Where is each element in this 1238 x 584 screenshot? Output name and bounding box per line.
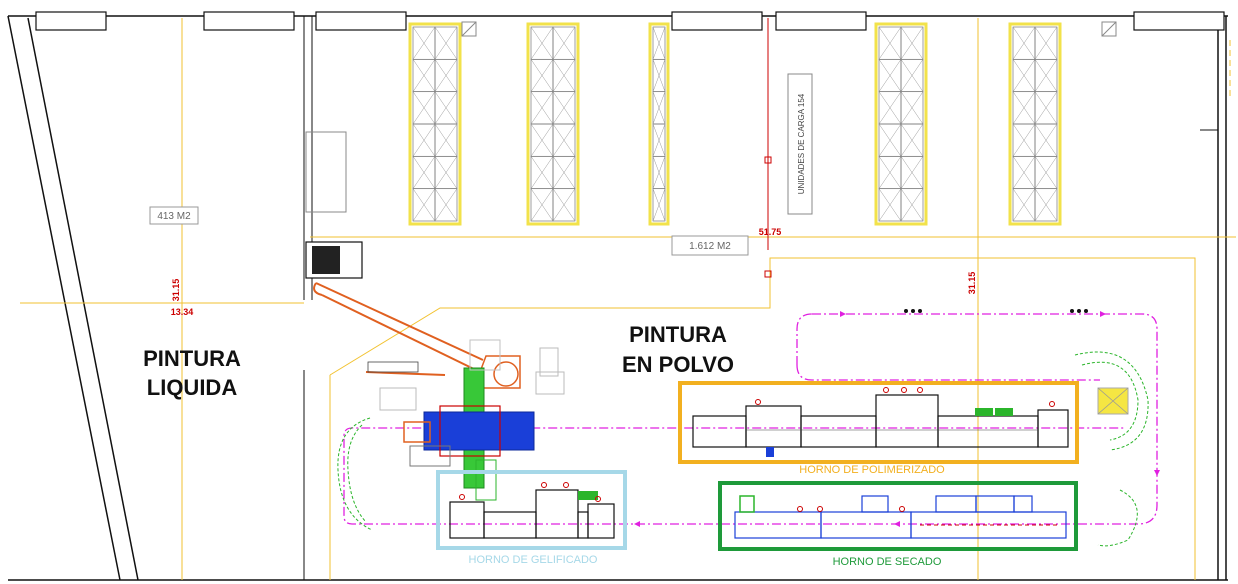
conveyor-hangers [904,309,1088,313]
storage-rack [526,22,580,226]
zone-polvo-line1: PINTURA [629,322,727,347]
area-label-main: 1.612 M2 [671,235,749,256]
storage-rack [648,22,670,226]
wall-fixtures [461,21,1117,37]
storage-rack [408,22,462,226]
area-main-text: 1.612 M2 [689,241,731,252]
dimension-left-width: 13.34 [171,307,194,317]
storage-label: UNIDADES DE CARGA 154 [797,93,806,194]
dimension-main-height: 31.15 [967,272,977,295]
zone-liquida-line1: PINTURA [143,346,241,371]
dimension-left-height: 31.15 [171,279,181,302]
storage-label-box: UNIDADES DE CARGA 154 [787,73,813,215]
inlet-chute [305,241,521,389]
oven-gelificado [436,470,627,550]
conveyor-arrows [634,311,1160,527]
area-left-text: 413 M2 [157,211,191,222]
storage-rack [1008,22,1062,226]
oven-secado-label: HORNO DE SECADO [833,556,942,568]
guide-lines [20,18,1236,580]
zone-liquida-line2: LIQUIDA [147,375,238,400]
chain-turns [337,351,1149,547]
building-walls [7,15,1228,581]
spray-booth [365,339,565,501]
oven-secado [718,481,1078,551]
area-label-left: 413 M2 [149,206,199,225]
storage-rack [874,22,928,226]
red-markers [764,18,772,278]
room-box [305,131,347,213]
zone-polvo-line2: EN POLVO [622,352,734,377]
oven-polimerizado-label: HORNO DE POLIMERIZADO [799,464,945,476]
conveyor-loop [343,313,1158,525]
loop-module [1097,387,1129,415]
top-windows [35,11,1225,31]
dimension-main-width: 51.75 [759,227,782,237]
oven-gelificado-label: HORNO DE GELIFICADO [469,554,598,566]
storage-racks [408,22,1062,226]
oven-polimerizado [678,381,1079,464]
